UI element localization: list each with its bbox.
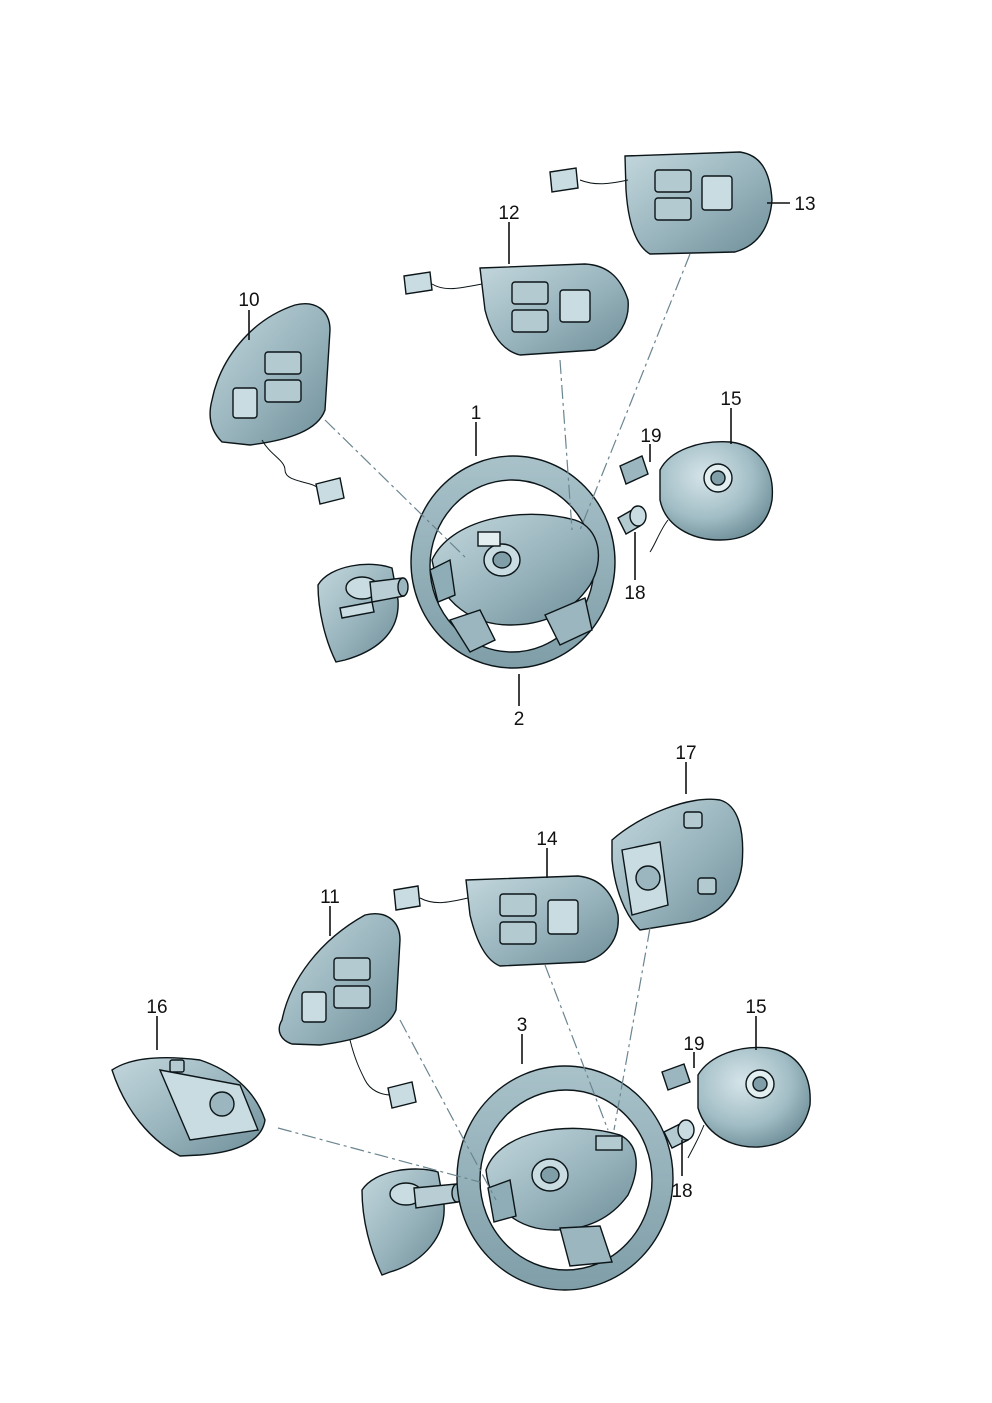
leader-lines-bottom [156, 762, 757, 1176]
callout-16: 16 [146, 997, 167, 1018]
callout-labels: 1 2 3 10 11 12 13 14 15 15 16 17 18 18 1… [146, 194, 815, 1202]
callout-19-top: 19 [640, 426, 661, 447]
leader-lines-top [248, 202, 790, 706]
callout-15-top: 15 [720, 389, 741, 410]
part-17-cover [611, 798, 744, 931]
callout-10: 10 [238, 290, 259, 311]
callout-15-bottom: 15 [745, 997, 766, 1018]
part-13-multifunction-switch [549, 151, 773, 255]
part-18-bolt-top [617, 505, 647, 535]
callout-17: 17 [675, 743, 696, 764]
callout-12: 12 [498, 203, 519, 224]
assembly-lines-top [324, 253, 691, 561]
steering-wheel-top [410, 455, 616, 669]
part-16-cover [111, 1056, 266, 1157]
callout-19-bottom: 19 [683, 1034, 704, 1055]
callout-11: 11 [320, 887, 340, 908]
part-14-multifunction-switch [393, 875, 619, 967]
callout-2: 2 [514, 709, 525, 730]
callout-18-bottom: 18 [671, 1181, 692, 1202]
callout-18-top: 18 [624, 583, 645, 604]
callout-3: 3 [517, 1015, 528, 1036]
part-15-airbag-bottom [687, 1046, 811, 1159]
callout-13: 13 [794, 194, 815, 215]
part-12-multifunction-switch [403, 263, 629, 356]
steering-column-bottom [361, 1168, 463, 1276]
callout-14: 14 [536, 829, 558, 850]
part-11-multifunction-switch [278, 913, 417, 1109]
part-15-airbag-top [649, 441, 774, 553]
callout-1: 1 [471, 403, 482, 424]
assembly-lines-bottom [277, 927, 651, 1201]
part-19-connector-top [619, 455, 649, 485]
steering-wheel-bottom [456, 1065, 674, 1291]
part-10-multifunction-switch [209, 303, 345, 505]
part-19-connector-bottom [661, 1063, 691, 1091]
steering-column-top [317, 563, 409, 663]
